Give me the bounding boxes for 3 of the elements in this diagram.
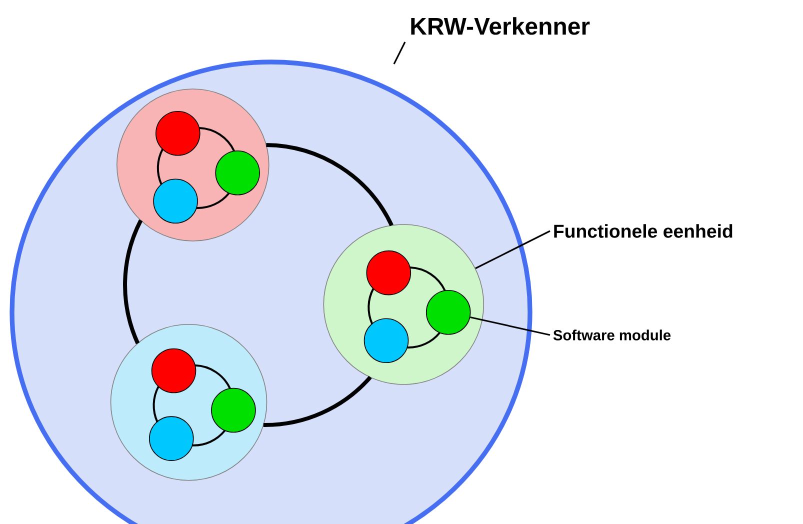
title: KRW-Verkenner bbox=[411, 17, 590, 35]
label: Functionele eenheid bbox=[554, 224, 732, 238]
label: Software module bbox=[553, 330, 671, 340]
